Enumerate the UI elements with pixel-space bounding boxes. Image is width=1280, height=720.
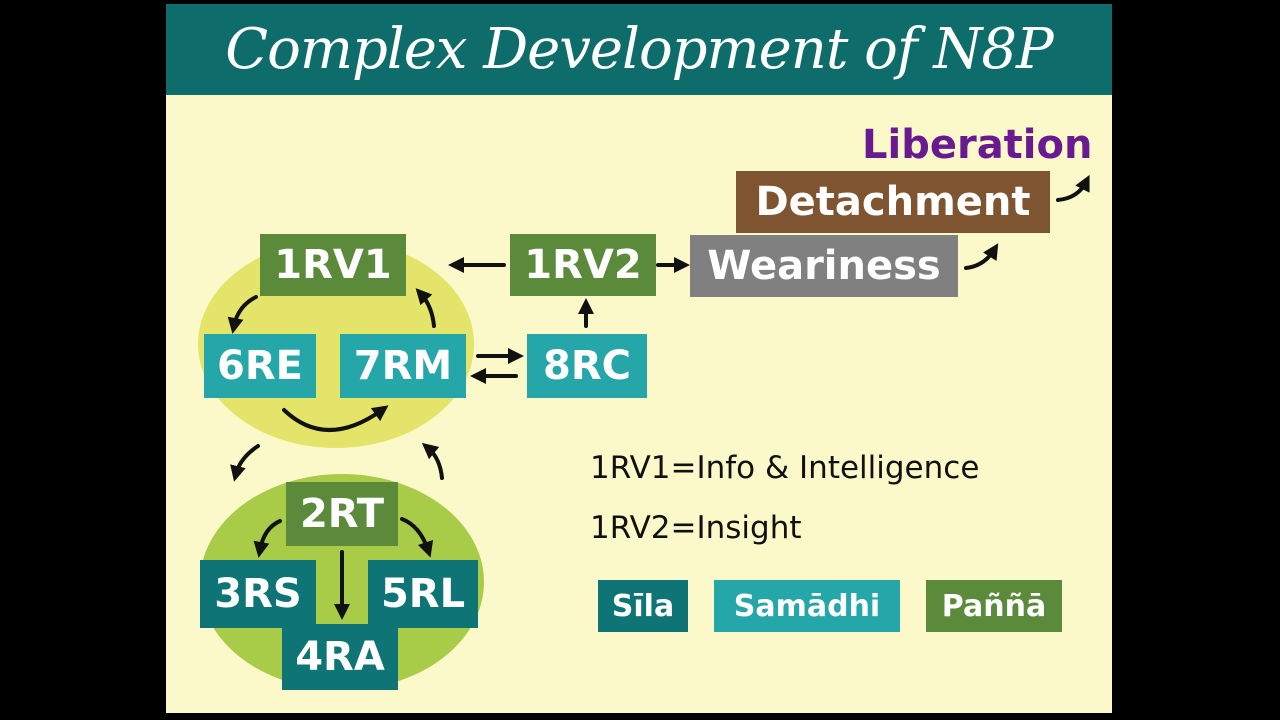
page-title: Complex Development of N8P: [225, 17, 1053, 82]
arrow-rm-to-rv1: [415, 288, 436, 328]
legend-sila: Sīla: [598, 580, 688, 632]
arrow-rv1-to-re: [227, 295, 258, 334]
arrow-lower-to-upper: [421, 442, 444, 480]
note-rv2: 1RV2=Insight: [590, 510, 802, 546]
legend-panna: Paññā: [926, 580, 1062, 632]
rl-box: 5RL: [368, 560, 478, 628]
arrow-weariness-up: [964, 243, 999, 270]
title-bar: Complex Development of N8P: [166, 4, 1112, 95]
rs-box: 3RS: [200, 560, 316, 628]
arrow-rt-to-rl: [400, 517, 434, 558]
arrow-detachment-up: [1056, 174, 1090, 202]
arrow-rt-to-rs: [253, 519, 282, 558]
arrow-re-to-rm: [282, 405, 389, 432]
rm-box: 7RM: [340, 334, 466, 398]
rt-box: 2RT: [286, 482, 398, 546]
ra-box: 4RA: [282, 624, 398, 690]
arrow-layer: [227, 174, 1090, 620]
note-rv1: 1RV1=Info & Intelligence: [590, 450, 980, 486]
rv2-box: 1RV2: [510, 234, 656, 296]
liberation-label: Liberation: [862, 122, 1093, 168]
rc-box: 8RC: [527, 334, 647, 398]
rv1-box: 1RV1: [260, 234, 406, 296]
detachment-box: Detachment: [736, 171, 1050, 233]
slide-canvas: Complex Development of N8P Liber: [166, 4, 1112, 713]
arrow-upper-to-lower: [230, 444, 260, 482]
weariness-box: Weariness: [690, 235, 958, 297]
legend-samadhi: Samādhi: [714, 580, 900, 632]
re-box: 6RE: [204, 334, 316, 398]
